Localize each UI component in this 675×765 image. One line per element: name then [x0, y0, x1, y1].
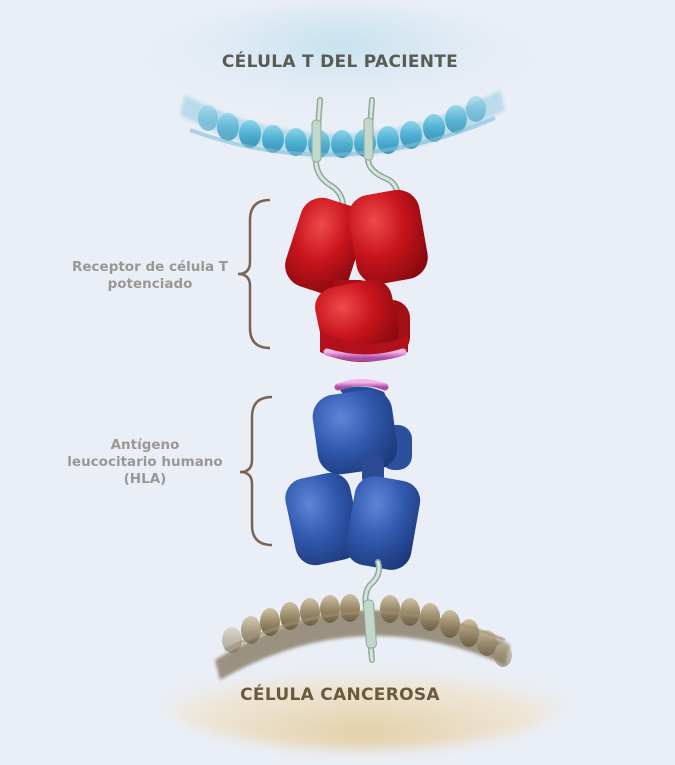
- tcr-label-line2: potenciado: [107, 276, 193, 292]
- tcr-transmembrane-anchors: [311, 97, 401, 208]
- hla-label: Antígeno leucocitario humano (HLA): [45, 437, 245, 488]
- t-cell-title: CÉLULA T DEL PACIENTE: [221, 52, 459, 72]
- hla-bracket: [239, 395, 273, 547]
- hla-label-line1: Antígeno: [110, 437, 180, 453]
- tcr-peptide-contact: [323, 348, 407, 362]
- t-cell: [140, 5, 540, 158]
- tcr-label: Receptor de célula T potenciado: [55, 259, 245, 293]
- tcr-bracket: [237, 198, 271, 350]
- hla-protein: [285, 386, 421, 570]
- cancer-cell-title: CÉLULA CANCEROSA: [240, 685, 440, 705]
- cancer-cell: [160, 594, 570, 750]
- tcr-label-line1: Receptor de célula T: [71, 259, 229, 275]
- t-cell-membrane: [180, 90, 505, 157]
- hla-anchor-membrane-segment: [363, 599, 377, 649]
- hla-label-line3: (HLA): [123, 471, 167, 487]
- tcr-protein: [285, 189, 428, 362]
- hla-label-line2: leucocitario humano: [67, 454, 223, 470]
- hla-peptide: [334, 379, 389, 391]
